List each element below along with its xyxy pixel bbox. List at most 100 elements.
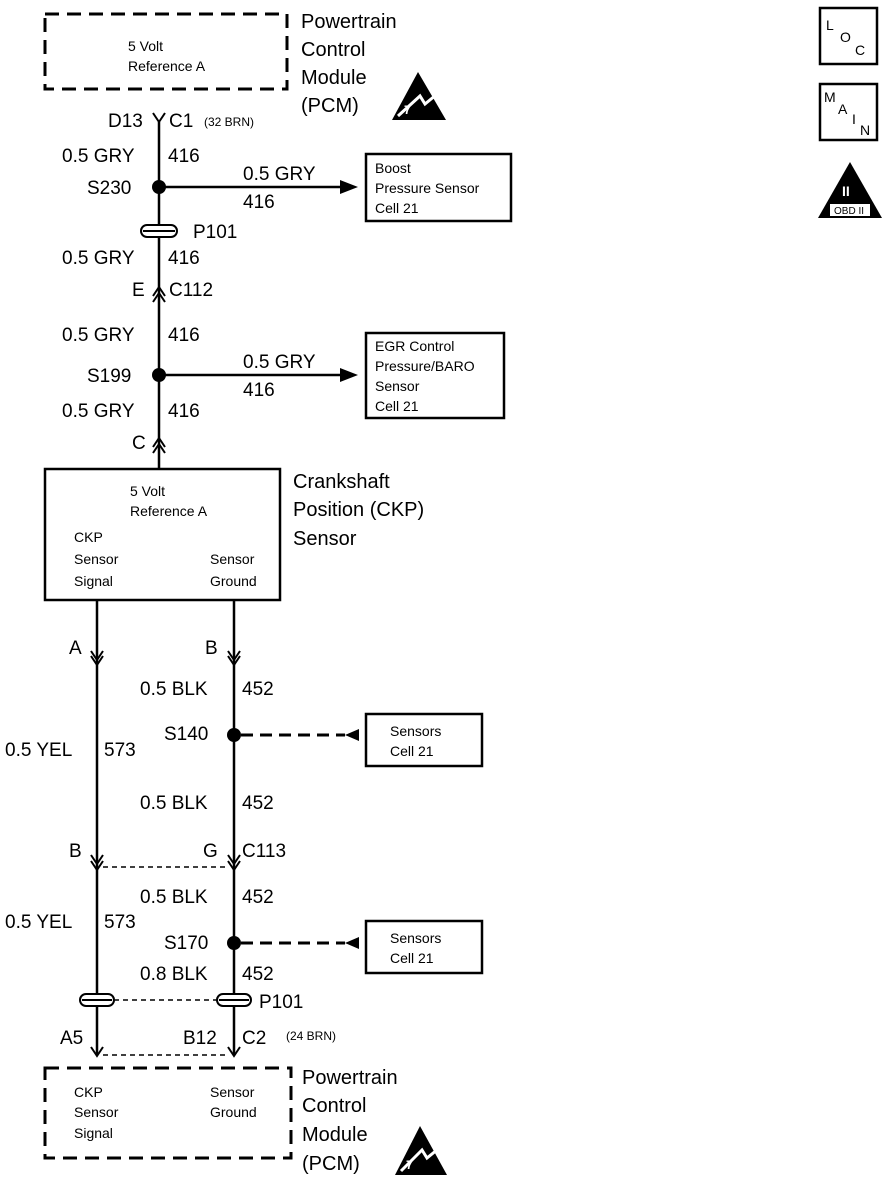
c2-label: C2 <box>242 1028 266 1049</box>
blk1-circuit: 452 <box>242 679 274 700</box>
pcm-top-inner-line2: Reference A <box>128 58 206 74</box>
c1-terminal-icon <box>152 112 166 124</box>
pcm-top-pin: D13 <box>108 111 143 132</box>
egr-box-line1: EGR Control <box>375 338 454 354</box>
c113-right-pin: G <box>203 841 218 862</box>
pcm-bottom-title-line2: Control <box>302 1095 366 1117</box>
obd-ii-icon[interactable]: II OBD II <box>818 162 882 218</box>
egr-box-line3: Sensor <box>375 378 420 394</box>
splice-s199-label: S199 <box>87 366 131 387</box>
ckp-title-line2: Position (CKP) <box>293 499 424 521</box>
c113-right-terminal-icon <box>227 854 241 866</box>
arrow-sensors-upper-icon <box>345 729 359 741</box>
c113-left-pin: B <box>69 841 82 862</box>
yel1-circuit: 573 <box>104 740 136 761</box>
c112-label: C112 <box>169 280 213 301</box>
sensors-upper-line1: Sensors <box>390 723 441 739</box>
blk2-color: 0.5 BLK <box>140 793 208 814</box>
c113-left-terminal-icon <box>90 854 104 866</box>
yel2-color: 0.5 YEL <box>5 912 72 933</box>
pcm-bottom-right-line1: Sensor <box>210 1084 255 1100</box>
blk4-color: 0.8 BLK <box>140 964 208 985</box>
ckp-right-line1: Sensor <box>210 551 255 567</box>
pcm-bottom-title-line1: Powertrain <box>302 1067 398 1089</box>
b-terminal-icon <box>227 650 241 662</box>
svg-text:7: 7 <box>404 103 411 117</box>
arrow-egr-icon <box>340 368 358 382</box>
boost-box-line1: Boost <box>375 160 411 176</box>
pcm-bottom-left-line3: Signal <box>74 1125 113 1141</box>
wire-color-w2: 0.5 GRY <box>62 248 135 269</box>
wire-circuit-w3: 416 <box>168 325 200 346</box>
pcm-top-inner-line1: 5 Volt <box>128 38 163 54</box>
svg-text:II: II <box>842 183 850 199</box>
yel1-color: 0.5 YEL <box>5 740 72 761</box>
c112-terminal-icon <box>152 285 166 297</box>
ckp-title-line3: Sensor <box>293 528 357 550</box>
c112-pin: E <box>132 280 145 301</box>
a5-terminal-icon <box>90 1046 104 1058</box>
sensors-lower-line1: Sensors <box>390 930 441 946</box>
c-terminal-icon <box>152 436 166 448</box>
wire-circuit-w4: 416 <box>168 401 200 422</box>
svg-text:N: N <box>860 122 870 138</box>
svg-text:I: I <box>852 111 856 127</box>
splice-s230-label: S230 <box>87 178 131 199</box>
pcm-bottom-left-line2: Sensor <box>74 1104 119 1120</box>
ckp-b-pin: B <box>205 638 218 659</box>
c-pin: C <box>132 433 146 454</box>
p101-top-connector-icon <box>140 224 178 238</box>
svg-text:7: 7 <box>406 1158 413 1172</box>
boost-wire-color: 0.5 GRY <box>243 164 316 185</box>
p101-bottom-left-connector-icon <box>79 993 115 1007</box>
egr-wire-color: 0.5 GRY <box>243 352 316 373</box>
wire-circuit-w1: 416 <box>168 146 200 167</box>
esd-warning-icon: 7 <box>392 72 446 120</box>
pcm-bottom-box <box>43 1066 293 1160</box>
wire-color-w4: 0.5 GRY <box>62 401 135 422</box>
boost-box-line3: Cell 21 <box>375 200 419 216</box>
boost-box-line2: Pressure Sensor <box>375 180 480 196</box>
p101-bottom-right-connector-icon <box>216 993 252 1007</box>
blk3-circuit: 452 <box>242 887 274 908</box>
loc-icon[interactable]: L O C <box>818 6 879 66</box>
ckp-left-line3: Signal <box>74 573 113 589</box>
wire-circuit-w2: 416 <box>168 248 200 269</box>
ckp-title-line1: Crankshaft <box>293 471 390 493</box>
wire-color-w3: 0.5 GRY <box>62 325 135 346</box>
main-icon[interactable]: M A I N <box>818 82 879 142</box>
b12-terminal-icon <box>227 1046 241 1058</box>
splice-s170-dot <box>227 936 241 950</box>
pcm-bottom-title-line4: (PCM) <box>302 1153 360 1175</box>
svg-text:OBD II: OBD II <box>834 206 864 217</box>
ckp-ref-line2: Reference A <box>130 503 208 519</box>
svg-text:C: C <box>855 42 865 58</box>
ckp-left-line2: Sensor <box>74 551 119 567</box>
p101-bottom-label: P101 <box>259 992 303 1013</box>
pcm-top-connector-note: (32 BRN) <box>204 115 254 129</box>
egr-sensor-box <box>364 331 506 420</box>
arrow-boost-icon <box>340 180 358 194</box>
yel2-circuit: 573 <box>104 912 136 933</box>
svg-text:A: A <box>838 101 848 117</box>
wire-color-w1: 0.5 GRY <box>62 146 135 167</box>
pcm-bottom-left-line1: CKP <box>74 1084 103 1100</box>
pcm-top-box <box>43 12 289 91</box>
pcm-top-connector: C1 <box>169 111 193 132</box>
pcm-top-title-line1: Powertrain <box>301 11 397 33</box>
sensors-lower-box <box>364 919 484 975</box>
arrow-sensors-lower-icon <box>345 937 359 949</box>
esd-warning-bottom-icon: 7 <box>395 1126 447 1175</box>
svg-text:O: O <box>840 29 851 45</box>
egr-box-line2: Pressure/BARO <box>375 358 475 374</box>
sensors-upper-box <box>364 712 484 768</box>
a-terminal-icon <box>90 650 104 662</box>
blk1-color: 0.5 BLK <box>140 679 208 700</box>
blk4-circuit: 452 <box>242 964 274 985</box>
blk3-color: 0.5 BLK <box>140 887 208 908</box>
blk2-circuit: 452 <box>242 793 274 814</box>
pcm-top-title-line2: Control <box>301 39 365 61</box>
splice-s140-label: S140 <box>164 724 208 745</box>
ckp-a-pin: A <box>69 638 82 659</box>
boost-sensor-box <box>364 152 513 223</box>
